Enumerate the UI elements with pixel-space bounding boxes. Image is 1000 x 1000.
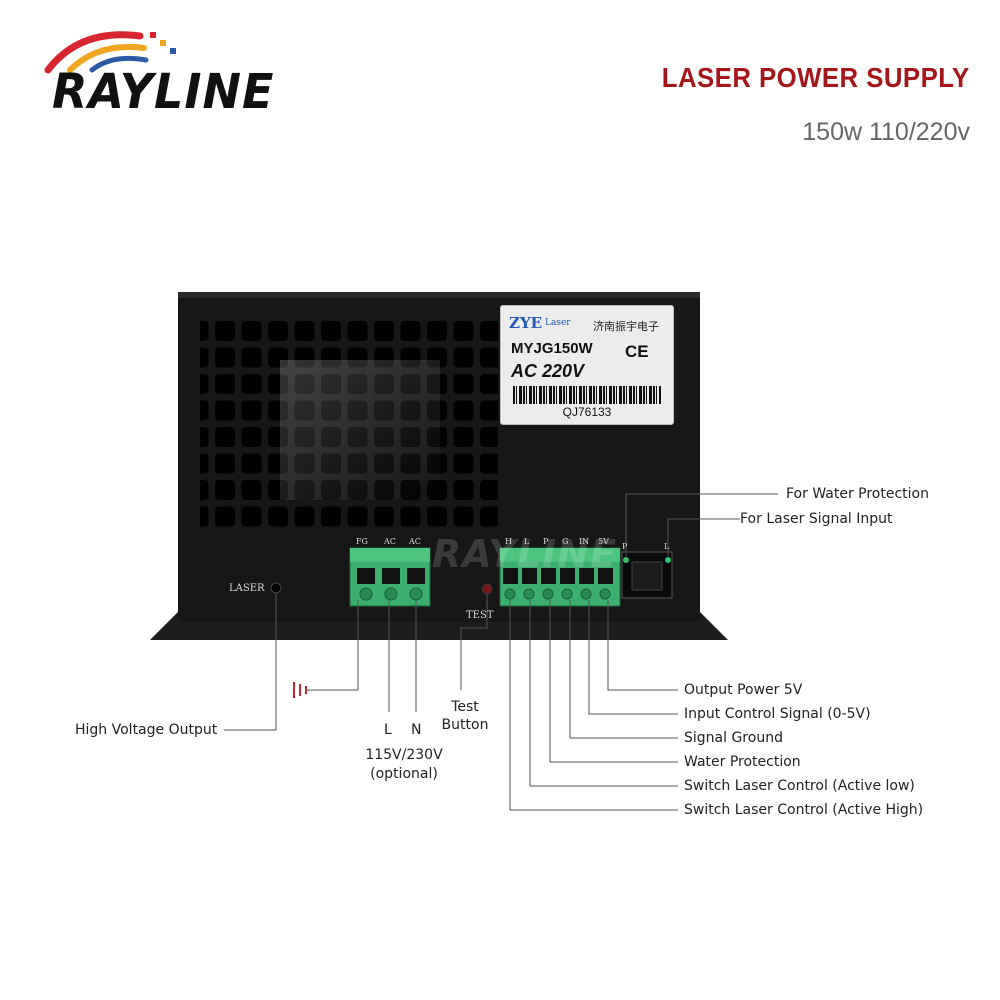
- terminal-label-5v: 5V: [598, 537, 609, 546]
- test-label: TEST: [466, 610, 494, 621]
- terminal-label-h: H: [505, 537, 512, 546]
- left-terminal-block: [349, 547, 431, 607]
- rj45-port-icon: [621, 551, 673, 599]
- terminal-label-fg: FG: [356, 537, 368, 546]
- sticker-logo: ZYE: [509, 314, 543, 332]
- terminal-label-l: L: [524, 537, 530, 546]
- sticker-serial: QJ76133: [562, 405, 612, 419]
- terminal-label-ac2: AC: [409, 537, 421, 546]
- callout-ac-optional: (optional): [370, 766, 438, 782]
- laser-label: LASER: [229, 583, 265, 594]
- laser-output-jack: [270, 582, 282, 594]
- callout-water-protection-port: For Water Protection: [786, 486, 929, 502]
- callout-high-voltage-output: High Voltage Output: [75, 722, 218, 738]
- callout-input-control-signal: Input Control Signal (0-5V): [684, 706, 871, 722]
- callout-signal-ground: Signal Ground: [684, 730, 783, 746]
- page-title: LASER POWER SUPPLY: [662, 62, 970, 93]
- brand-logo: [40, 18, 220, 128]
- callout-switch-active-high: Switch Laser Control (Active High): [684, 802, 924, 818]
- page-subtitle: 150w 110/220v: [802, 118, 970, 146]
- callout-output-power-5v: Output Power 5V: [684, 682, 803, 698]
- callout-water-protection: Water Protection: [684, 754, 801, 770]
- product-sticker: ZYE Laser 济南振宇电子 MYJG150W CE AC 220V QJ7…: [500, 305, 674, 425]
- logo-swoosh-icon: [44, 31, 176, 74]
- brand-watermark: RAYLINE: [432, 532, 617, 576]
- sticker-logo-sub: Laser: [545, 318, 571, 328]
- barcode-icon: [513, 386, 661, 404]
- terminal-label-ac1: AC: [384, 537, 396, 546]
- terminal-label-in: IN: [579, 537, 590, 546]
- brand-name: RAYLINE: [52, 62, 275, 120]
- right-terminal-block: [499, 547, 621, 607]
- port-label-p: P: [622, 542, 628, 551]
- sticker-company: 济南振宇电子: [593, 320, 659, 333]
- test-button-icon: [481, 583, 493, 595]
- ground-symbol-icon: [293, 682, 316, 698]
- sticker-voltage: AC 220V: [511, 361, 585, 381]
- terminal-label-g: G: [562, 537, 569, 546]
- callout-test-line1: Test: [451, 699, 479, 715]
- ce-mark-icon: CE: [625, 342, 649, 361]
- callout-switch-active-low: Switch Laser Control (Active low): [684, 778, 915, 794]
- sticker-model: MYJG150W: [511, 340, 593, 357]
- port-label-l: L: [664, 542, 670, 551]
- callout-neutral: N: [411, 722, 422, 738]
- terminal-label-p: P: [543, 537, 549, 546]
- callout-line: L: [384, 722, 392, 738]
- callout-ac-voltage: 115V/230V: [365, 747, 443, 763]
- callout-test-line2: Button: [441, 717, 489, 733]
- callout-laser-signal-port: For Laser Signal Input: [740, 511, 893, 527]
